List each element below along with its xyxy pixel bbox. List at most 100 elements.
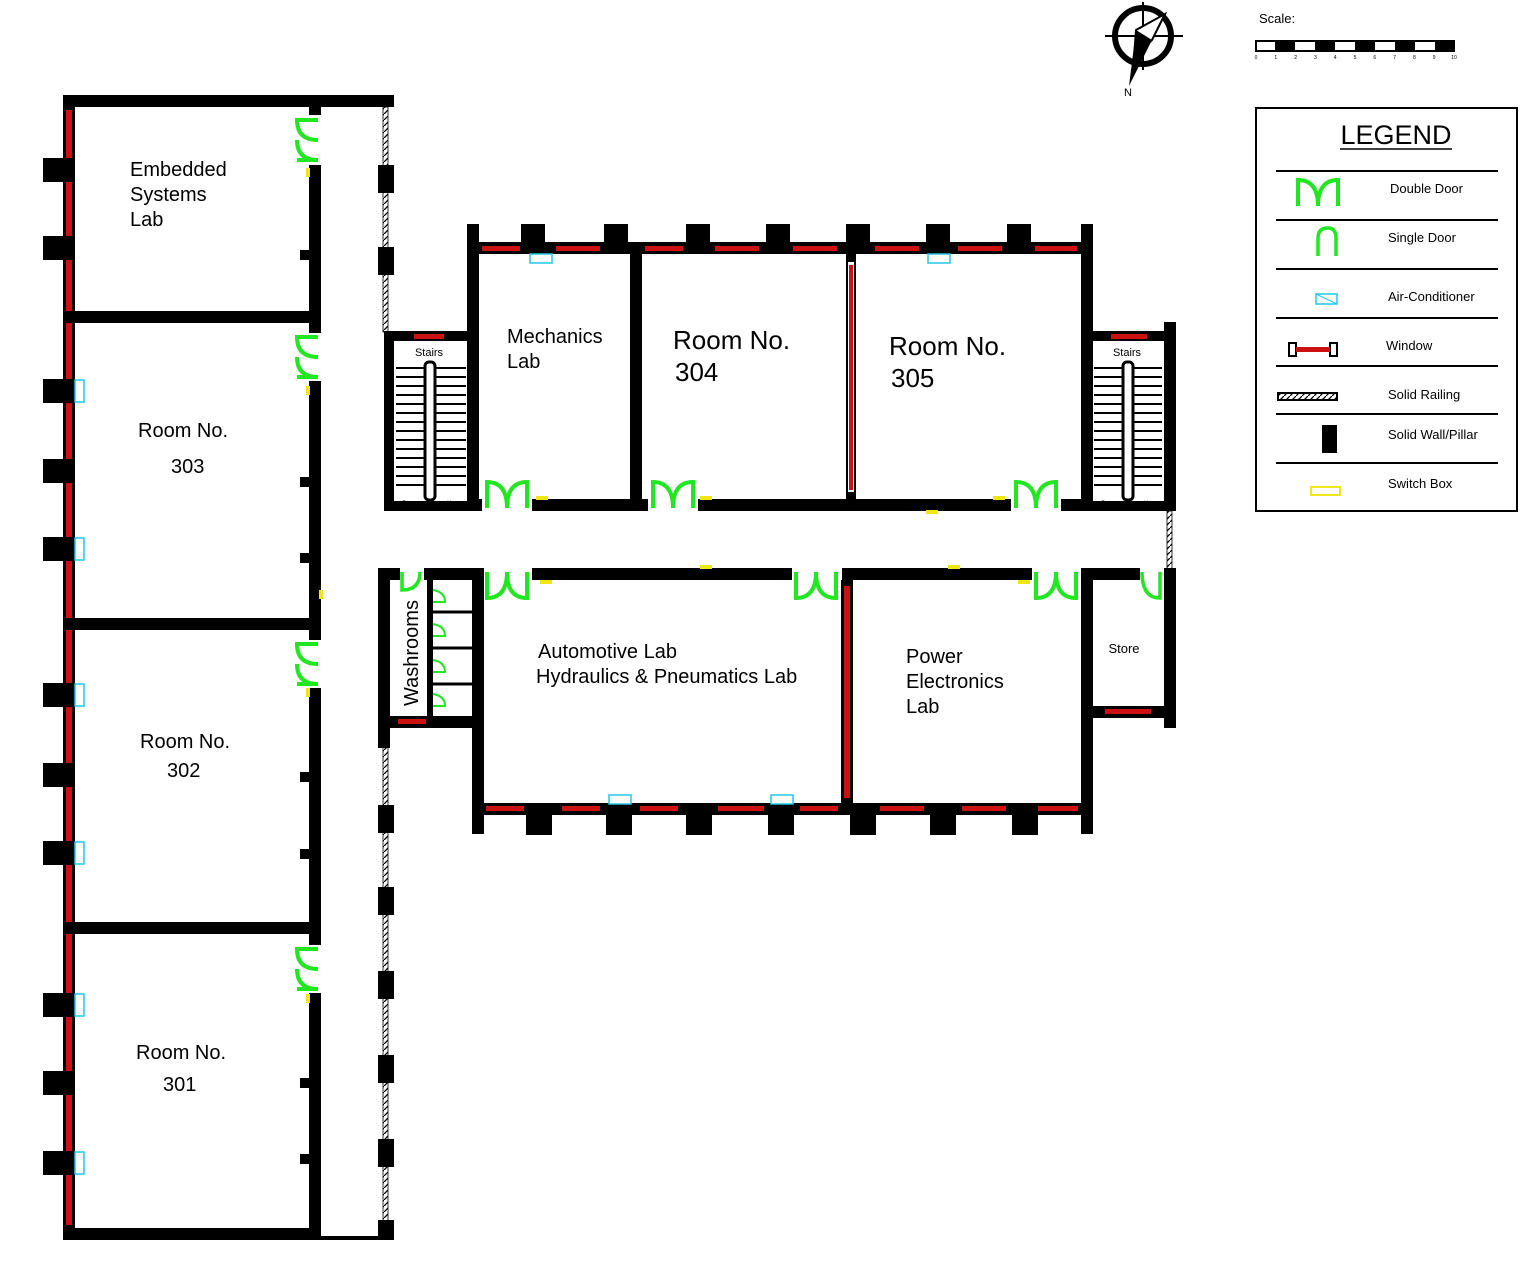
scale-tick-label: 5 <box>1354 55 1357 61</box>
room-label-mechanics-lab: Mechanics Lab <box>507 326 603 373</box>
west-stairs: Stairs Down Up <box>384 331 480 511</box>
pillar <box>43 379 75 403</box>
window <box>849 265 853 490</box>
switch-box-icon <box>1310 486 1341 496</box>
pillar <box>43 841 75 865</box>
room-label-line: Embedded <box>130 159 227 181</box>
double-door <box>485 479 1058 509</box>
pillar <box>378 1220 394 1240</box>
room-label-line: Lab <box>906 696 939 718</box>
room-label-washrooms: Washrooms <box>401 600 423 706</box>
legend-item-solid-railing: Solid Railing <box>1388 387 1460 402</box>
stairs-up-label: Up <box>1144 501 1152 507</box>
pillar <box>43 993 75 1017</box>
room-label-line: Room No. <box>136 1042 226 1064</box>
window <box>66 110 72 1225</box>
scale-tick-label: 3 <box>1314 55 1317 61</box>
room-label-line: 302 <box>167 760 200 782</box>
switch-box <box>1018 580 1030 584</box>
stairs-label: Stairs <box>415 347 444 359</box>
double-door-icon <box>1296 177 1340 207</box>
legend-item-switch-box: Switch Box <box>1388 476 1453 491</box>
air-conditioner <box>927 253 951 264</box>
pillar <box>43 236 75 260</box>
room-label-301: Room No. 301 <box>136 1042 226 1096</box>
scale-tick-label: 8 <box>1413 55 1416 61</box>
legend-item-wall-pillar: Solid Wall/Pillar <box>1388 427 1478 442</box>
scale-tick-label: 1 <box>1274 55 1277 61</box>
room-label-line: Automotive Lab <box>538 641 677 663</box>
pillar <box>43 1071 75 1095</box>
window <box>1105 709 1151 714</box>
air-conditioner-icon <box>1315 293 1338 305</box>
scale-tick-label: 6 <box>1373 55 1376 61</box>
switch-box <box>993 496 1005 500</box>
switch-box <box>319 590 323 599</box>
stairs-label: Stairs <box>1113 347 1142 359</box>
room-label-302: Room No. 302 <box>140 731 230 782</box>
wall <box>63 311 320 323</box>
room-label-store: Store <box>1108 641 1139 656</box>
pillar <box>378 971 394 999</box>
stairs-up-label: Up <box>447 501 455 507</box>
pillar <box>378 887 394 915</box>
wall <box>63 922 320 934</box>
switch-box <box>700 565 712 569</box>
window <box>398 719 426 724</box>
room-label-303: Room No. 303 <box>138 420 228 478</box>
scale-tick-label: 4 <box>1334 55 1337 61</box>
scale-tick-label: 10 <box>1451 55 1457 61</box>
window <box>414 334 444 339</box>
room-label-line: Hydraulics & Pneumatics Lab <box>536 666 797 688</box>
scale-tick-label: 9 <box>1433 55 1436 61</box>
air-conditioner <box>74 993 85 1017</box>
room-label-line: Room No. <box>140 731 230 753</box>
switch-box <box>536 496 548 500</box>
pillar <box>43 459 75 483</box>
wall-pillar-icon <box>1322 425 1337 453</box>
air-conditioner <box>74 537 85 561</box>
air-conditioner <box>74 1151 85 1175</box>
pillar <box>43 683 75 707</box>
double-door <box>485 571 1078 601</box>
pillar <box>43 1151 75 1175</box>
north-block <box>467 224 1093 514</box>
air-conditioner <box>74 379 85 403</box>
switch-box <box>306 994 310 1003</box>
room-label-line: Lab <box>507 351 540 373</box>
room-label-line: Mechanics <box>507 326 603 348</box>
stairs-down-label: Down <box>1101 501 1116 507</box>
room-label-line: 301 <box>163 1074 196 1096</box>
east-stairs: Stairs Down Up <box>1090 322 1176 570</box>
legend-item-double-door: Double Door <box>1390 181 1464 196</box>
north-arrow-icon: N <box>1105 2 1183 99</box>
air-conditioner <box>529 253 553 264</box>
pillar <box>526 803 1038 835</box>
legend-item-air-conditioner: Air-Conditioner <box>1388 289 1475 304</box>
switch-box <box>306 168 310 177</box>
room-label-line: Lab <box>130 209 163 231</box>
wall <box>63 618 320 630</box>
room-label-line: 304 <box>675 357 718 387</box>
scale-tick-label: 2 <box>1294 55 1297 61</box>
room-label-305: Room No. 305 <box>889 331 1006 393</box>
switch-box <box>306 688 310 697</box>
switch-box <box>948 565 960 569</box>
west-wing <box>43 95 394 1240</box>
window <box>1111 334 1147 339</box>
air-conditioner <box>770 794 794 805</box>
double-door <box>294 118 319 991</box>
switch-box <box>926 510 938 514</box>
room-label-line: Power <box>906 646 963 668</box>
legend: LEGEND Double Door Single Door Air-Condi… <box>1255 107 1518 512</box>
single-door <box>400 571 1162 600</box>
switch-box <box>540 580 552 584</box>
room-label-line: Room No. <box>138 420 228 442</box>
pillar <box>521 224 1031 254</box>
window <box>482 246 1077 251</box>
room-label-line: Room No. <box>889 331 1006 361</box>
room-label-line: Electronics <box>906 671 1004 693</box>
pillar <box>378 165 394 193</box>
solid-railing <box>1166 510 1173 570</box>
